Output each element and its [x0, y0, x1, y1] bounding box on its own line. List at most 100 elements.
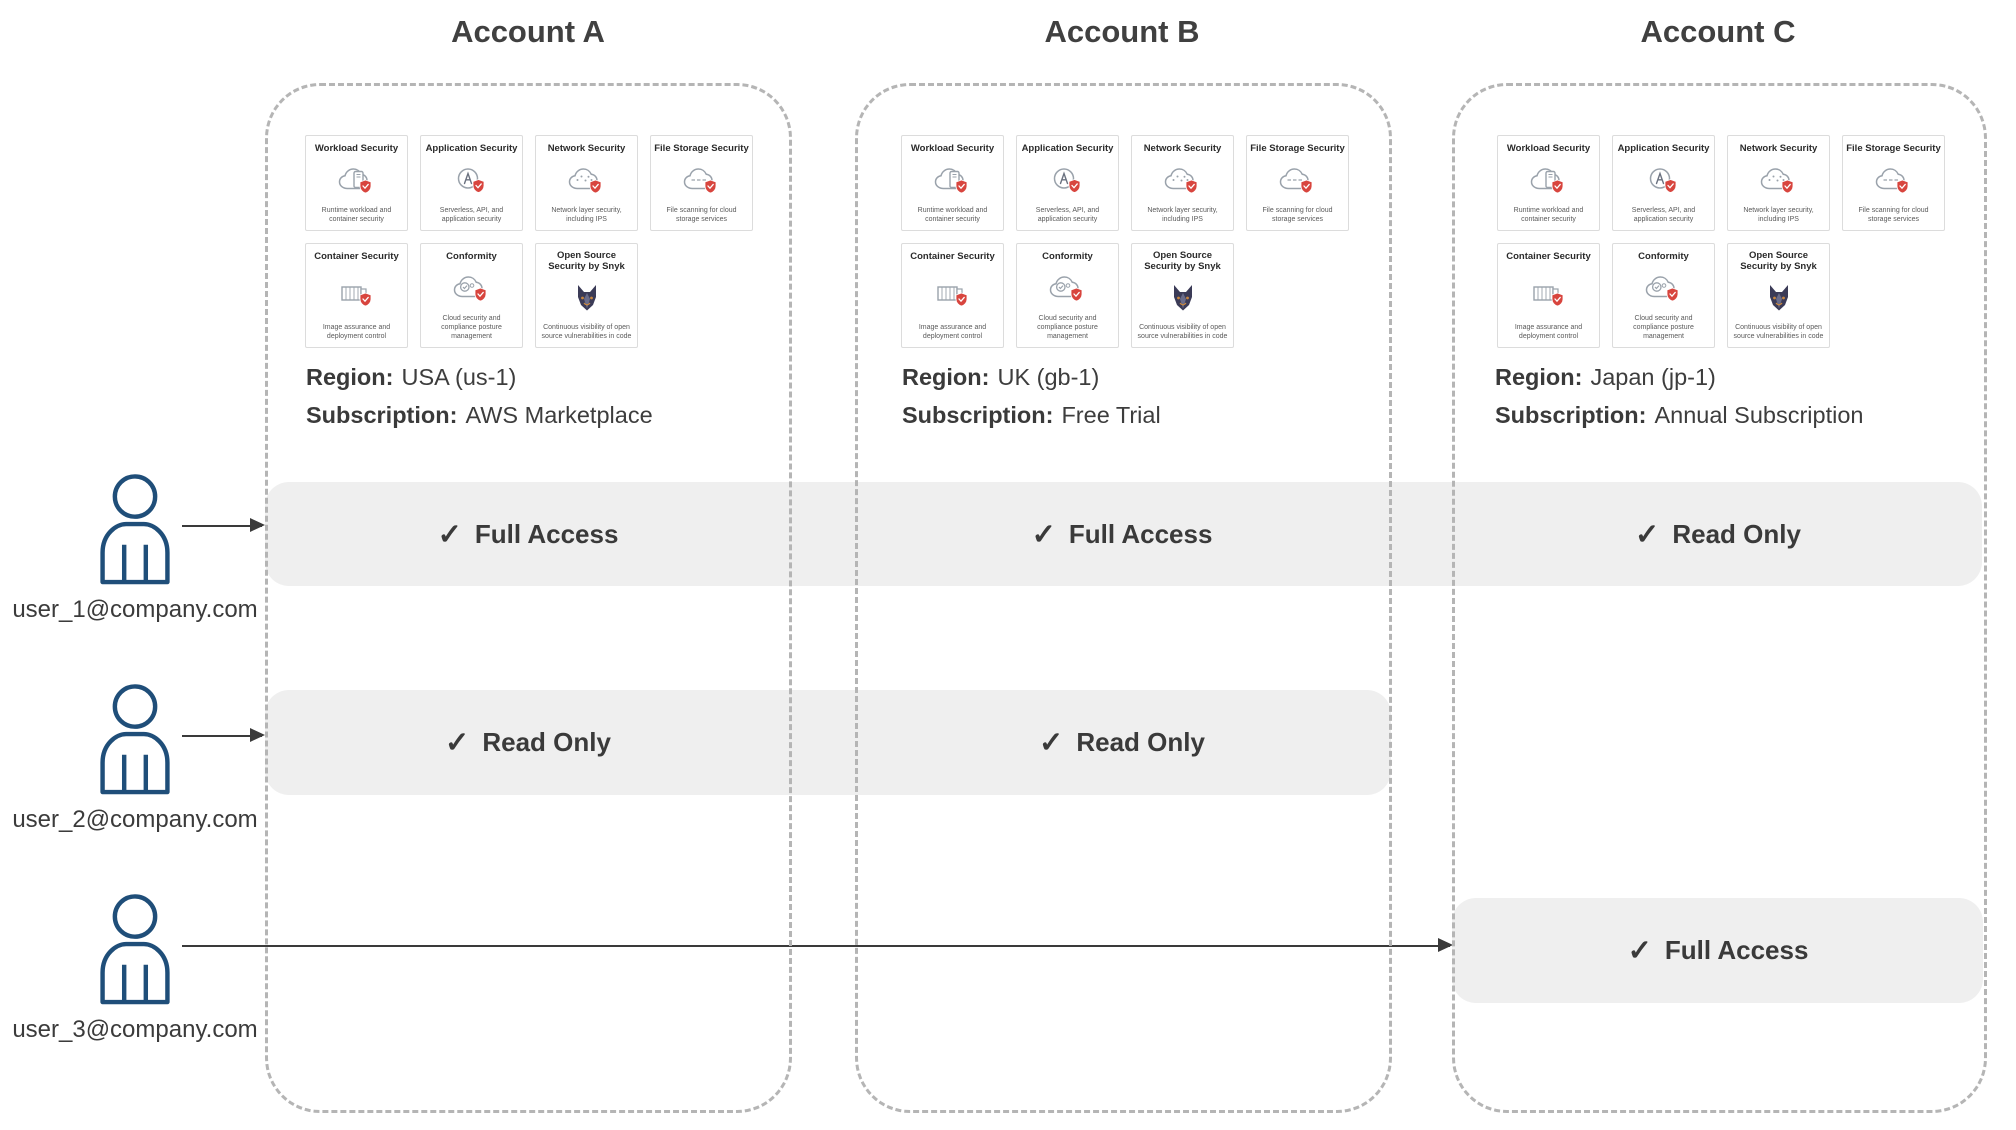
- user-3-email: user_3@company.com: [12, 1016, 258, 1043]
- conformity-icon: [1048, 274, 1088, 302]
- service-card-description: Image assurance and deployment control: [918, 323, 987, 340]
- network-security-icon: [567, 166, 607, 194]
- arrow-user-1: [182, 518, 265, 533]
- access-cell-user2-account-a: ✓ Read Only: [368, 690, 688, 795]
- service-card-description: File scanning for cloud storage services: [1858, 206, 1929, 223]
- network-security-icon: [1759, 166, 1799, 194]
- service-card-title: Application Security: [1617, 142, 1710, 154]
- check-icon: ✓: [1039, 727, 1064, 759]
- service-card-title: Conformity: [1638, 250, 1689, 262]
- service-card-title: File Storage Security: [654, 142, 749, 154]
- user-2: user_2@company.com: [0, 682, 270, 834]
- services-grid: Workload Security Runtime workload and c…: [901, 135, 1349, 348]
- service-card-description: Serverless, API, and application securit…: [1035, 206, 1100, 223]
- service-card-description: File scanning for cloud storage services: [666, 206, 737, 223]
- service-card-description: Continuous visibility of open source vul…: [1733, 323, 1824, 340]
- service-card-description: Cloud security and compliance posture ma…: [441, 314, 502, 340]
- service-card-description: Runtime workload and container security: [321, 206, 392, 223]
- service-card-open-source-security: Open Source Security by Snyk Continuous …: [1131, 243, 1234, 348]
- region-line: Region:USA (us-1): [306, 358, 653, 396]
- application-security-icon: [1644, 166, 1684, 194]
- file-storage-security-icon: [1278, 166, 1318, 194]
- service-card-title: Network Security: [1143, 142, 1222, 154]
- snyk-dog-icon: [567, 284, 607, 312]
- service-card-conformity: Conformity Cloud security and compliance…: [1612, 243, 1715, 348]
- service-card-title: Application Security: [1021, 142, 1114, 154]
- check-icon: ✓: [1031, 518, 1056, 551]
- service-card-network-security: Network Security Network layer security,…: [1727, 135, 1830, 231]
- service-card-title: Workload Security: [1506, 142, 1591, 154]
- service-card-title: Container Security: [1506, 250, 1591, 262]
- file-storage-security-icon: [1874, 166, 1914, 194]
- access-level-label: Full Access: [1664, 935, 1809, 965]
- service-card-description: Cloud security and compliance posture ma…: [1633, 314, 1694, 340]
- account-a-meta: Region:USA (us-1) Subscription:AWS Marke…: [306, 358, 653, 434]
- container-security-icon: [933, 279, 973, 307]
- account-a-title: Account A: [451, 14, 605, 49]
- account-b-container: Workload Security Runtime workload and c…: [855, 83, 1392, 1113]
- check-icon: ✓: [1635, 518, 1660, 551]
- access-level-label: Full Access: [474, 518, 619, 549]
- access-band-user-1: ✓ Full Access ✓ Full Access ✓ Read Only: [265, 482, 1982, 586]
- region-label: Region:: [902, 364, 990, 390]
- user-1: user_1@company.com: [0, 472, 270, 624]
- arrow-user-3: [182, 938, 1453, 953]
- service-card-description: Serverless, API, and application securit…: [1631, 206, 1696, 223]
- account-c-title: Account C: [1640, 14, 1796, 49]
- user-1-email: user_1@company.com: [12, 596, 258, 623]
- workload-security-icon: [337, 166, 377, 194]
- access-level-label: Full Access: [1068, 518, 1213, 549]
- container-security-icon: [1529, 279, 1569, 307]
- service-card-open-source-security: Open Source Security by Snyk Continuous …: [1727, 243, 1830, 348]
- account-b-title: Account B: [1044, 14, 1200, 49]
- person-icon: [95, 682, 175, 795]
- service-card-open-source-security: Open Source Security by Snyk Continuous …: [535, 243, 638, 348]
- service-card-container-security: Container Security Image assurance and d…: [1497, 243, 1600, 348]
- service-card-title: Conformity: [1042, 250, 1093, 262]
- subscription-label: Subscription:: [1495, 402, 1647, 428]
- snyk-dog-icon: [1759, 284, 1799, 312]
- subscription-value: Free Trial: [1061, 402, 1161, 428]
- application-security-icon: [452, 166, 492, 194]
- service-card-description: Runtime workload and container security: [917, 206, 988, 223]
- service-card-description: Serverless, API, and application securit…: [439, 206, 504, 223]
- workload-security-icon: [933, 166, 973, 194]
- subscription-line: Subscription:AWS Marketplace: [306, 396, 653, 434]
- region-line: Region:Japan (jp-1): [1495, 358, 1863, 396]
- account-a-container: Workload Security Runtime workload and c…: [265, 83, 792, 1113]
- service-card-title: File Storage Security: [1846, 142, 1941, 154]
- user-2-email: user_2@company.com: [12, 806, 258, 833]
- access-level-label: Read Only: [1672, 518, 1801, 549]
- region-label: Region:: [1495, 364, 1583, 390]
- arrow-user-2: [182, 728, 265, 743]
- services-grid: Workload Security Runtime workload and c…: [305, 135, 753, 348]
- service-card-title: Open Source Security by Snyk: [1144, 250, 1221, 272]
- service-card-description: Continuous visibility of open source vul…: [541, 323, 632, 340]
- service-card-description: Image assurance and deployment control: [322, 323, 391, 340]
- snyk-dog-icon: [1163, 284, 1203, 312]
- service-card-description: Network layer security, including IPS: [551, 206, 622, 223]
- service-card-file-storage-security: File Storage Security File scanning for …: [1842, 135, 1945, 231]
- subscription-value: AWS Marketplace: [465, 402, 653, 428]
- access-cell-user3-account-c: ✓ Full Access: [1558, 898, 1878, 1003]
- conformity-icon: [452, 274, 492, 302]
- service-card-title: Open Source Security by Snyk: [548, 250, 625, 272]
- service-card-description: Image assurance and deployment control: [1514, 323, 1583, 340]
- account-c-container: Workload Security Runtime workload and c…: [1452, 83, 1987, 1113]
- person-icon: [95, 472, 175, 585]
- access-cell-user1-account-c: ✓ Read Only: [1558, 482, 1878, 586]
- access-level-label: Read Only: [1076, 727, 1205, 757]
- service-card-container-security: Container Security Image assurance and d…: [305, 243, 408, 348]
- service-card-file-storage-security: File Storage Security File scanning for …: [650, 135, 753, 231]
- service-card-title: Conformity: [446, 250, 497, 262]
- access-cell-user1-account-b: ✓ Full Access: [962, 482, 1282, 586]
- container-security-icon: [337, 279, 377, 307]
- access-level-label: Read Only: [482, 727, 611, 757]
- service-card-title: Open Source Security by Snyk: [1740, 250, 1817, 272]
- file-storage-security-icon: [682, 166, 722, 194]
- region-label: Region:: [306, 364, 394, 390]
- service-card-description: File scanning for cloud storage services: [1262, 206, 1333, 223]
- service-card-application-security: Application Security Serverless, API, an…: [1612, 135, 1715, 231]
- service-card-title: Network Security: [1739, 142, 1818, 154]
